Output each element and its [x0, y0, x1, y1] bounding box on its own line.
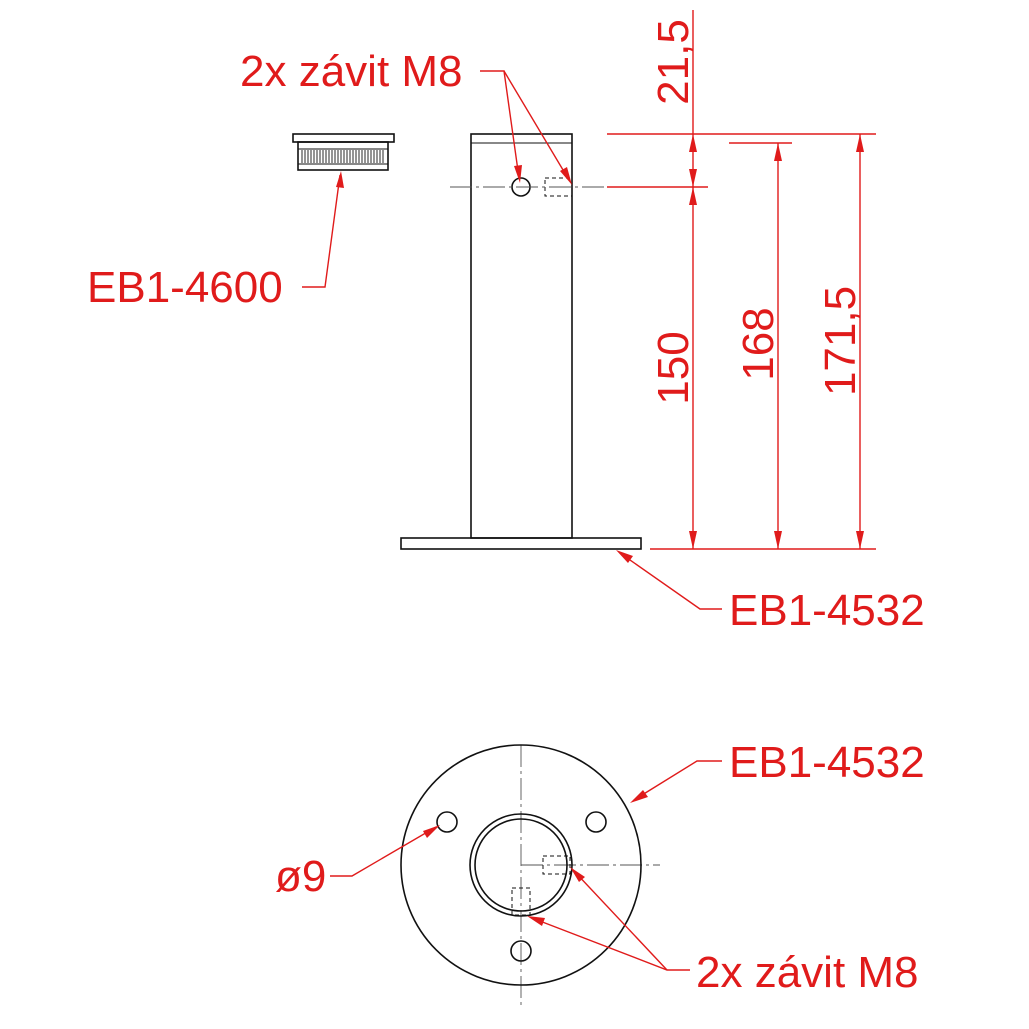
arrow-head	[527, 916, 545, 926]
arrow-head	[689, 134, 697, 152]
leader-thread-bottom-2	[531, 917, 690, 971]
thread-hidden-bottom	[511, 887, 531, 916]
hole-diameter-label: ø9	[275, 852, 326, 901]
arrow-head	[630, 790, 648, 803]
cap-body	[297, 141, 389, 171]
arrow-head	[774, 143, 782, 161]
base-part-side-label: EB1-4532	[729, 586, 925, 635]
leader-base-top	[633, 760, 722, 801]
side-view-leaders: 2x závit M8 EB1-4600 EB1-4532	[87, 47, 925, 635]
tube	[470, 133, 573, 539]
leader-thread-bottom-1	[573, 870, 668, 971]
leader-hole-diameter	[330, 826, 437, 877]
arrow-head	[856, 531, 864, 549]
arrow-head	[570, 867, 585, 882]
tube-outer	[469, 813, 573, 917]
arrow-head	[514, 165, 522, 183]
arrow-head	[774, 531, 782, 549]
arrow-head	[616, 550, 633, 563]
arrow-head	[689, 531, 697, 549]
top-view-leaders: EB1-4532 ø9 2x závit M8	[275, 738, 925, 997]
side-view	[292, 133, 642, 550]
dim-middle-height-text: 168	[734, 307, 783, 380]
dim-total-height-text: 171,5	[816, 286, 865, 396]
dim-tube-length-text: 150	[649, 331, 698, 404]
base-part-top-label: EB1-4532	[729, 738, 925, 787]
arrow-head	[423, 825, 440, 838]
thread-label-top: 2x závit M8	[240, 47, 463, 96]
mount-hole-left	[436, 811, 458, 833]
tube-inner	[474, 818, 568, 912]
arrow-head	[856, 134, 864, 152]
arrow-head	[336, 171, 344, 188]
thread-hidden-right	[542, 855, 571, 875]
cap-rim	[292, 133, 395, 143]
base-plate-outline	[400, 744, 642, 986]
cap-knurl	[301, 150, 384, 163]
cap-part-label: EB1-4600	[87, 263, 283, 312]
arrow-head	[689, 187, 697, 205]
arrow-head	[560, 167, 572, 185]
leader-cap	[302, 174, 341, 288]
arrow-head	[689, 169, 697, 187]
mount-hole-bottom	[510, 940, 532, 962]
base-plate	[400, 537, 642, 550]
leader-base-side	[619, 552, 722, 610]
thread-label-bottom: 2x závit M8	[696, 948, 919, 997]
leader-thread-top-2	[503, 70, 570, 181]
cap-part	[292, 133, 395, 171]
mount-hole-right	[585, 811, 607, 833]
top-view	[400, 744, 660, 1005]
tube-body	[470, 133, 573, 539]
dim-hole-offset-text: 21,5	[649, 19, 698, 105]
dimensions: 21,5 150 168 171,5	[607, 10, 876, 550]
